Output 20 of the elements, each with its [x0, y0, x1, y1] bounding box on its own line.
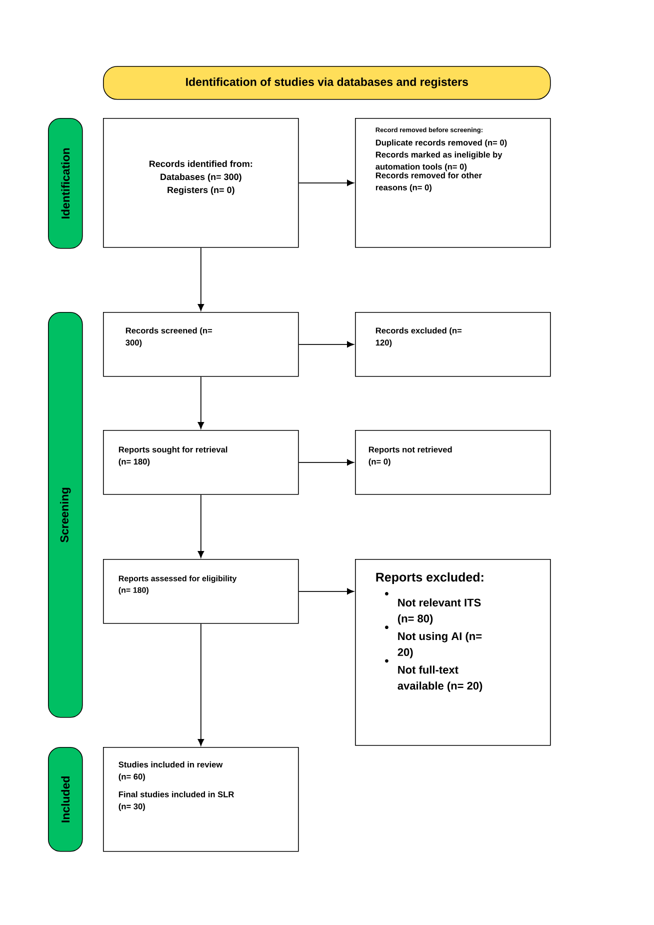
exclusion-box: Records excluded (n= 120)	[355, 312, 551, 377]
stage-band: Identification	[48, 118, 83, 249]
arrow	[298, 341, 354, 348]
exclusion-box: Reports excluded: Not relevant ITS (n= 80) Not using AI (n= 20) Not full-text available (n= 20)	[355, 559, 551, 746]
stage-band: Screening	[48, 312, 83, 718]
stage-band: Included	[48, 747, 83, 852]
process-box: Reports sought for retrieval (n= 180)	[103, 430, 299, 495]
arrow	[198, 623, 204, 746]
arrow	[298, 588, 354, 594]
arrow	[198, 247, 204, 311]
arrow	[198, 494, 204, 558]
process-box: Reports assessed for eligibility (n= 180)	[103, 559, 299, 624]
arrow	[298, 180, 354, 186]
process-box: Studies included in review (n= 60) Final studies included in SLR (n= 30)	[103, 747, 299, 852]
process-box: Records screened (n= 300)	[103, 312, 299, 377]
title-banner: Identification of studies via databases and registers	[103, 66, 551, 100]
exclusion-box: Reports not retrieved (n= 0)	[355, 430, 551, 495]
arrow	[198, 376, 204, 429]
process-box: Records identified from: Databases (n= 300) Registers (n= 0)	[103, 118, 299, 248]
arrow	[298, 459, 354, 466]
